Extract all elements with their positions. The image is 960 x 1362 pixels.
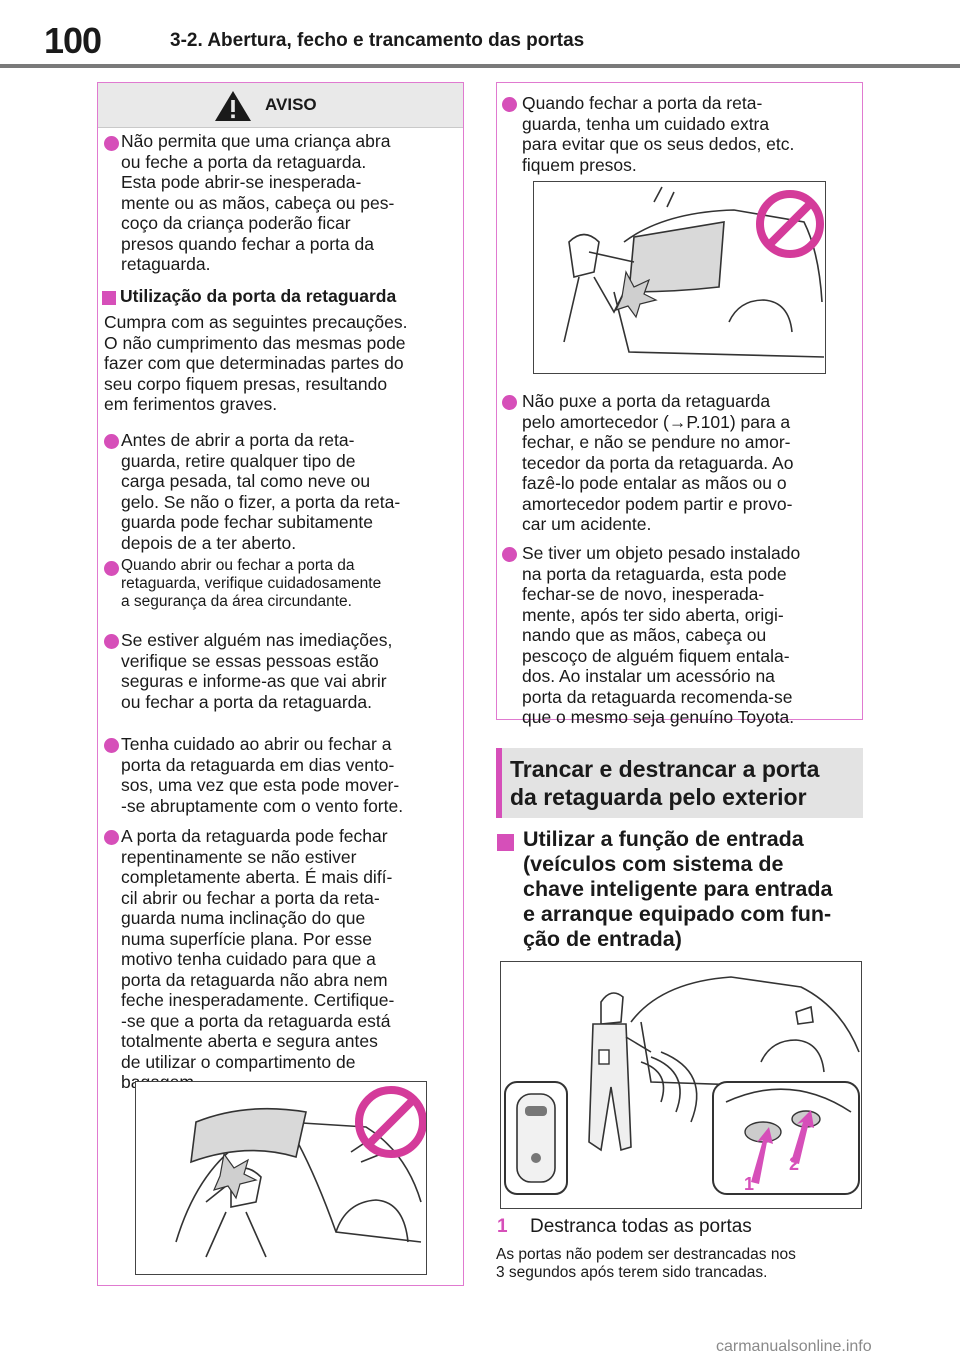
warning-left-bullet-2: Antes de abrir a porta da reta- guarda, …	[121, 430, 401, 553]
bullet-icon	[104, 561, 119, 576]
step-text: Destranca todas as portas	[530, 1216, 752, 1237]
warning-triangle-icon	[215, 91, 251, 121]
car-rear-illustration	[175, 1086, 427, 1258]
figure-entry-function: 1 2	[500, 961, 862, 1209]
figure-label-1: 1	[744, 1174, 755, 1194]
figure-tailgate-fingers-caught	[533, 181, 826, 374]
bullet-icon	[502, 395, 517, 410]
handle-inset	[712, 1081, 860, 1195]
warning-right-bullet-1: Quando fechar a porta da reta- guarda, t…	[522, 93, 795, 175]
section-header-accent	[496, 748, 502, 818]
bullet-icon	[104, 738, 119, 753]
figure-label-2: 2	[789, 1154, 800, 1174]
smart-key-inset	[504, 1081, 568, 1195]
bullet-icon	[502, 97, 517, 112]
warning-right-bullet-3: Se tiver um objeto pesado instalado na p…	[522, 543, 801, 727]
square-bullet-icon	[102, 291, 116, 305]
warning-left-paragraph: Cumpra com as seguintes precauções. O nã…	[104, 312, 408, 414]
section-header	[496, 748, 863, 818]
car-rear-illustration	[563, 186, 825, 358]
warning-header: AVISO	[98, 83, 463, 128]
warning-right-bullet-2: Não puxe a porta da retaguarda pelo amor…	[522, 391, 794, 534]
warning-title: AVISO	[265, 95, 317, 114]
page-number: 100	[44, 20, 102, 61]
warning-left-bullet-4: Se estiver alguém nas imediações, verifi…	[121, 630, 393, 712]
bullet-icon	[104, 434, 119, 449]
warning-left-bullet-6: A porta da retaguarda pode fechar repent…	[121, 826, 395, 1092]
header-divider	[0, 64, 960, 68]
step-note: As portas não podem ser destrancadas nos…	[496, 1246, 796, 1281]
person-opening-tailgate-illustration	[504, 976, 860, 1195]
bullet-icon	[104, 634, 119, 649]
bullet-icon	[502, 547, 517, 562]
figure-tailgate-head-caught	[135, 1081, 427, 1275]
bullet-icon	[104, 136, 119, 151]
warning-box-left: AVISO	[97, 82, 464, 1286]
bullet-icon	[104, 830, 119, 845]
warning-left-bullet-3: Quando abrir ou fechar a porta da retagu…	[121, 557, 382, 610]
warning-left-bullet-1: Não permita que uma criança abra ou fech…	[121, 131, 395, 274]
step-number: 1	[497, 1216, 508, 1237]
section-title: Trancar e destrancar a porta da retaguar…	[510, 756, 820, 810]
page-header-title: 3-2. Abertura, fecho e trancamento das p…	[170, 30, 585, 51]
prohibited-icon	[355, 1086, 427, 1158]
square-bullet-icon	[497, 834, 514, 851]
warning-box-right	[496, 82, 863, 720]
watermark: carmanualsonline.info	[716, 1338, 872, 1355]
section-subheading: Utilizar a função de entrada (veículos c…	[523, 827, 833, 951]
warning-left-bullet-5: Tenha cuidado ao abrir ou fechar a porta…	[121, 734, 404, 816]
prohibited-icon	[756, 190, 824, 258]
warning-left-subheading: Utilização da porta da retaguarda	[120, 286, 397, 306]
